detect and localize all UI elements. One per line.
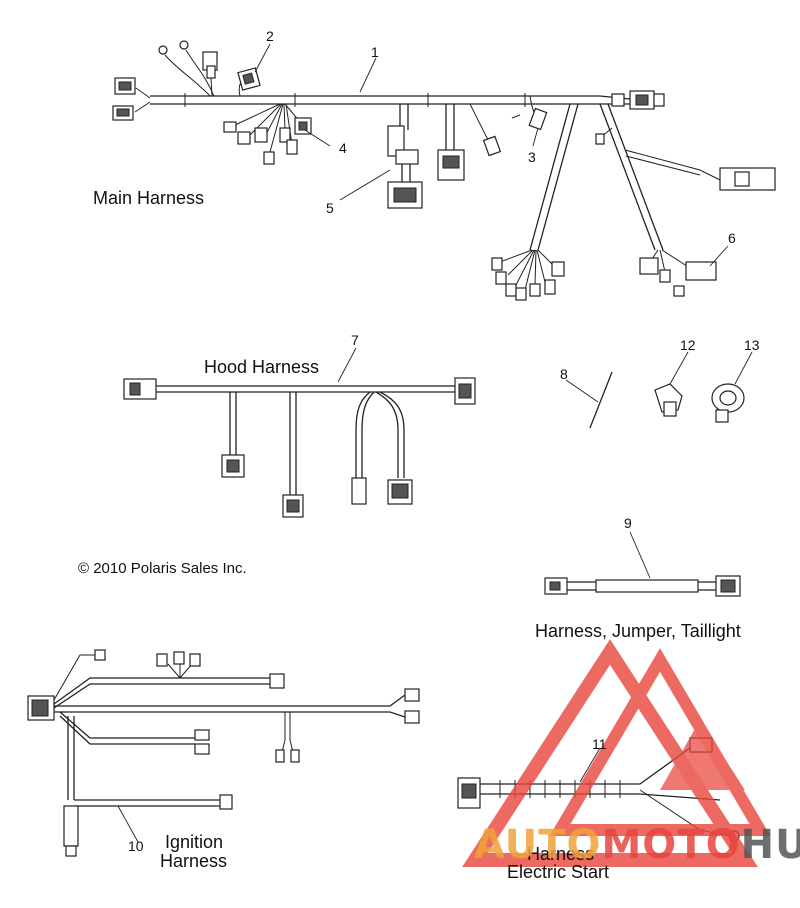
- main-harness-caption: Main Harness: [93, 188, 205, 208]
- main-harness-illustration: [112, 40, 776, 301]
- callout-1: 1: [371, 44, 379, 60]
- small-parts-illustration: [565, 351, 753, 429]
- callout-13: 13: [744, 337, 760, 353]
- electric-caption-line1: Harness: [527, 844, 595, 864]
- callout-9: 9: [624, 515, 632, 531]
- watermark-moto: MOTO: [601, 822, 741, 868]
- ignition-caption-line2: Harness: [160, 851, 228, 871]
- callout-3: 3: [528, 149, 536, 165]
- callout-12: 12: [680, 337, 696, 353]
- watermark-text: AUTOMOTOHUB: [474, 822, 800, 868]
- callout-6: 6: [728, 230, 736, 246]
- hood-harness-caption: Hood Harness: [204, 357, 320, 377]
- taillight-jumper-illustration: [544, 531, 741, 597]
- ignition-harness-illustration: [27, 649, 420, 857]
- callout-7: 7: [351, 332, 359, 348]
- ignition-caption-line1: Ignition: [165, 832, 224, 852]
- watermark-logo: [462, 639, 771, 867]
- watermark-auto: AUTO: [474, 822, 602, 868]
- callout-4: 4: [339, 140, 347, 156]
- callout-8: 8: [560, 366, 568, 382]
- callout-5: 5: [326, 200, 334, 216]
- hood-harness-illustration: [123, 347, 476, 518]
- callout-10: 10: [128, 838, 144, 854]
- electric-caption-line2: Electric Start: [507, 862, 610, 882]
- copyright-notice: © 2010 Polaris Sales Inc.: [78, 560, 247, 577]
- callout-11: 11: [592, 736, 607, 752]
- jumper-taillight-caption: Harness, Jumper, Taillight: [535, 621, 741, 641]
- watermark-hub: HUB: [740, 822, 800, 868]
- callout-2: 2: [266, 28, 274, 44]
